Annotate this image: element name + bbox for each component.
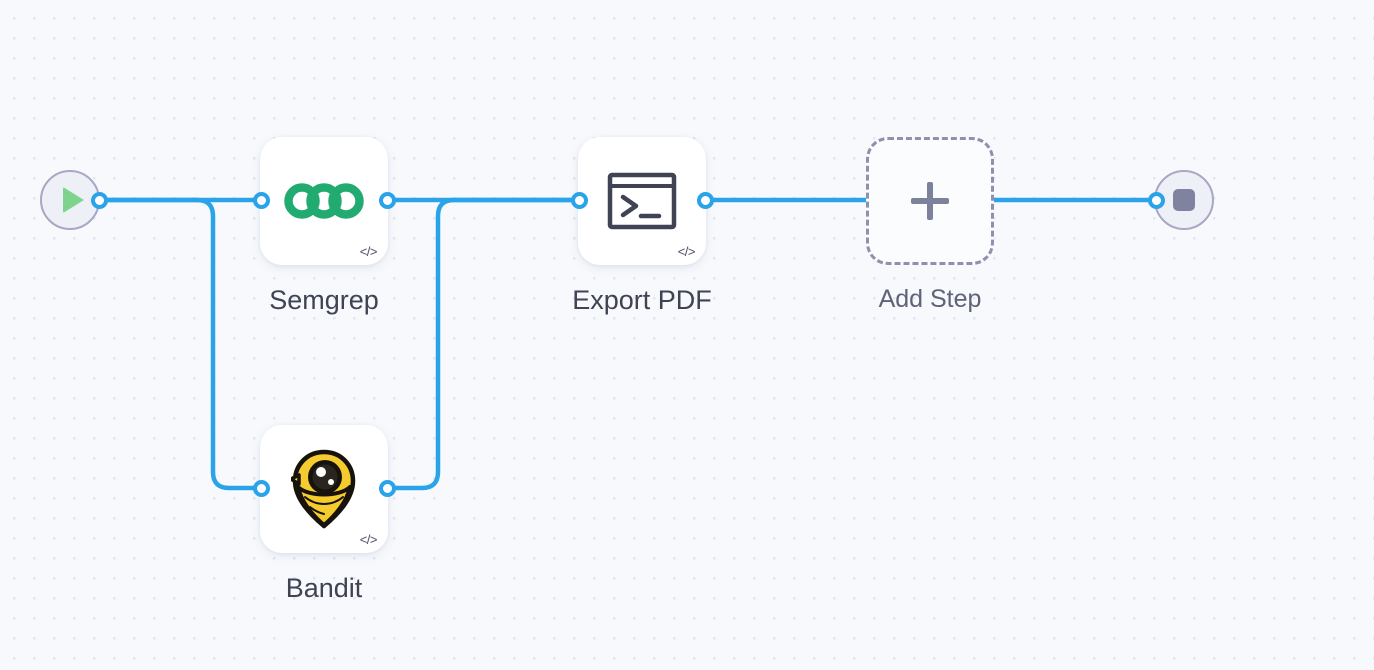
node-export-pdf[interactable]: </>: [578, 137, 706, 265]
add-step-card[interactable]: [866, 137, 994, 265]
start-node[interactable]: [40, 170, 100, 230]
edge-bandit-exportpdf: [384, 197, 583, 491]
semgrep-input-port[interactable]: [253, 192, 270, 209]
plus-icon: [911, 182, 949, 220]
start-output-port[interactable]: [91, 192, 108, 209]
bandit-input-port[interactable]: [253, 480, 270, 497]
export-pdf-card[interactable]: </>: [578, 137, 706, 265]
export-pdf-input-port[interactable]: [571, 192, 588, 209]
bandit-label: Bandit: [285, 573, 363, 603]
code-badge-icon: </>: [359, 244, 378, 259]
node-bandit[interactable]: </>: [260, 425, 388, 553]
bandit-card[interactable]: </>: [260, 425, 388, 553]
bandit-output-port[interactable]: [379, 480, 396, 497]
code-badge-icon: </>: [677, 244, 696, 259]
export-pdf-output-port[interactable]: [697, 192, 714, 209]
stop-icon: [1173, 189, 1195, 211]
code-badge-icon: </>: [359, 532, 378, 547]
node-add-step[interactable]: [866, 137, 994, 265]
bandit-logo-icon: [291, 449, 356, 529]
semgrep-card[interactable]: </>: [260, 137, 388, 265]
semgrep-logo-icon: [284, 183, 364, 219]
semgrep-label: Semgrep: [269, 285, 379, 315]
end-input-port[interactable]: [1148, 192, 1165, 209]
play-icon: [63, 187, 84, 213]
terminal-icon: [607, 172, 677, 230]
export-pdf-label: Export PDF: [572, 285, 712, 315]
add-step-label: Add Step: [878, 285, 982, 313]
node-semgrep[interactable]: </>: [260, 137, 388, 265]
edge-start-bandit: [96, 197, 264, 491]
semgrep-output-port[interactable]: [379, 192, 396, 209]
